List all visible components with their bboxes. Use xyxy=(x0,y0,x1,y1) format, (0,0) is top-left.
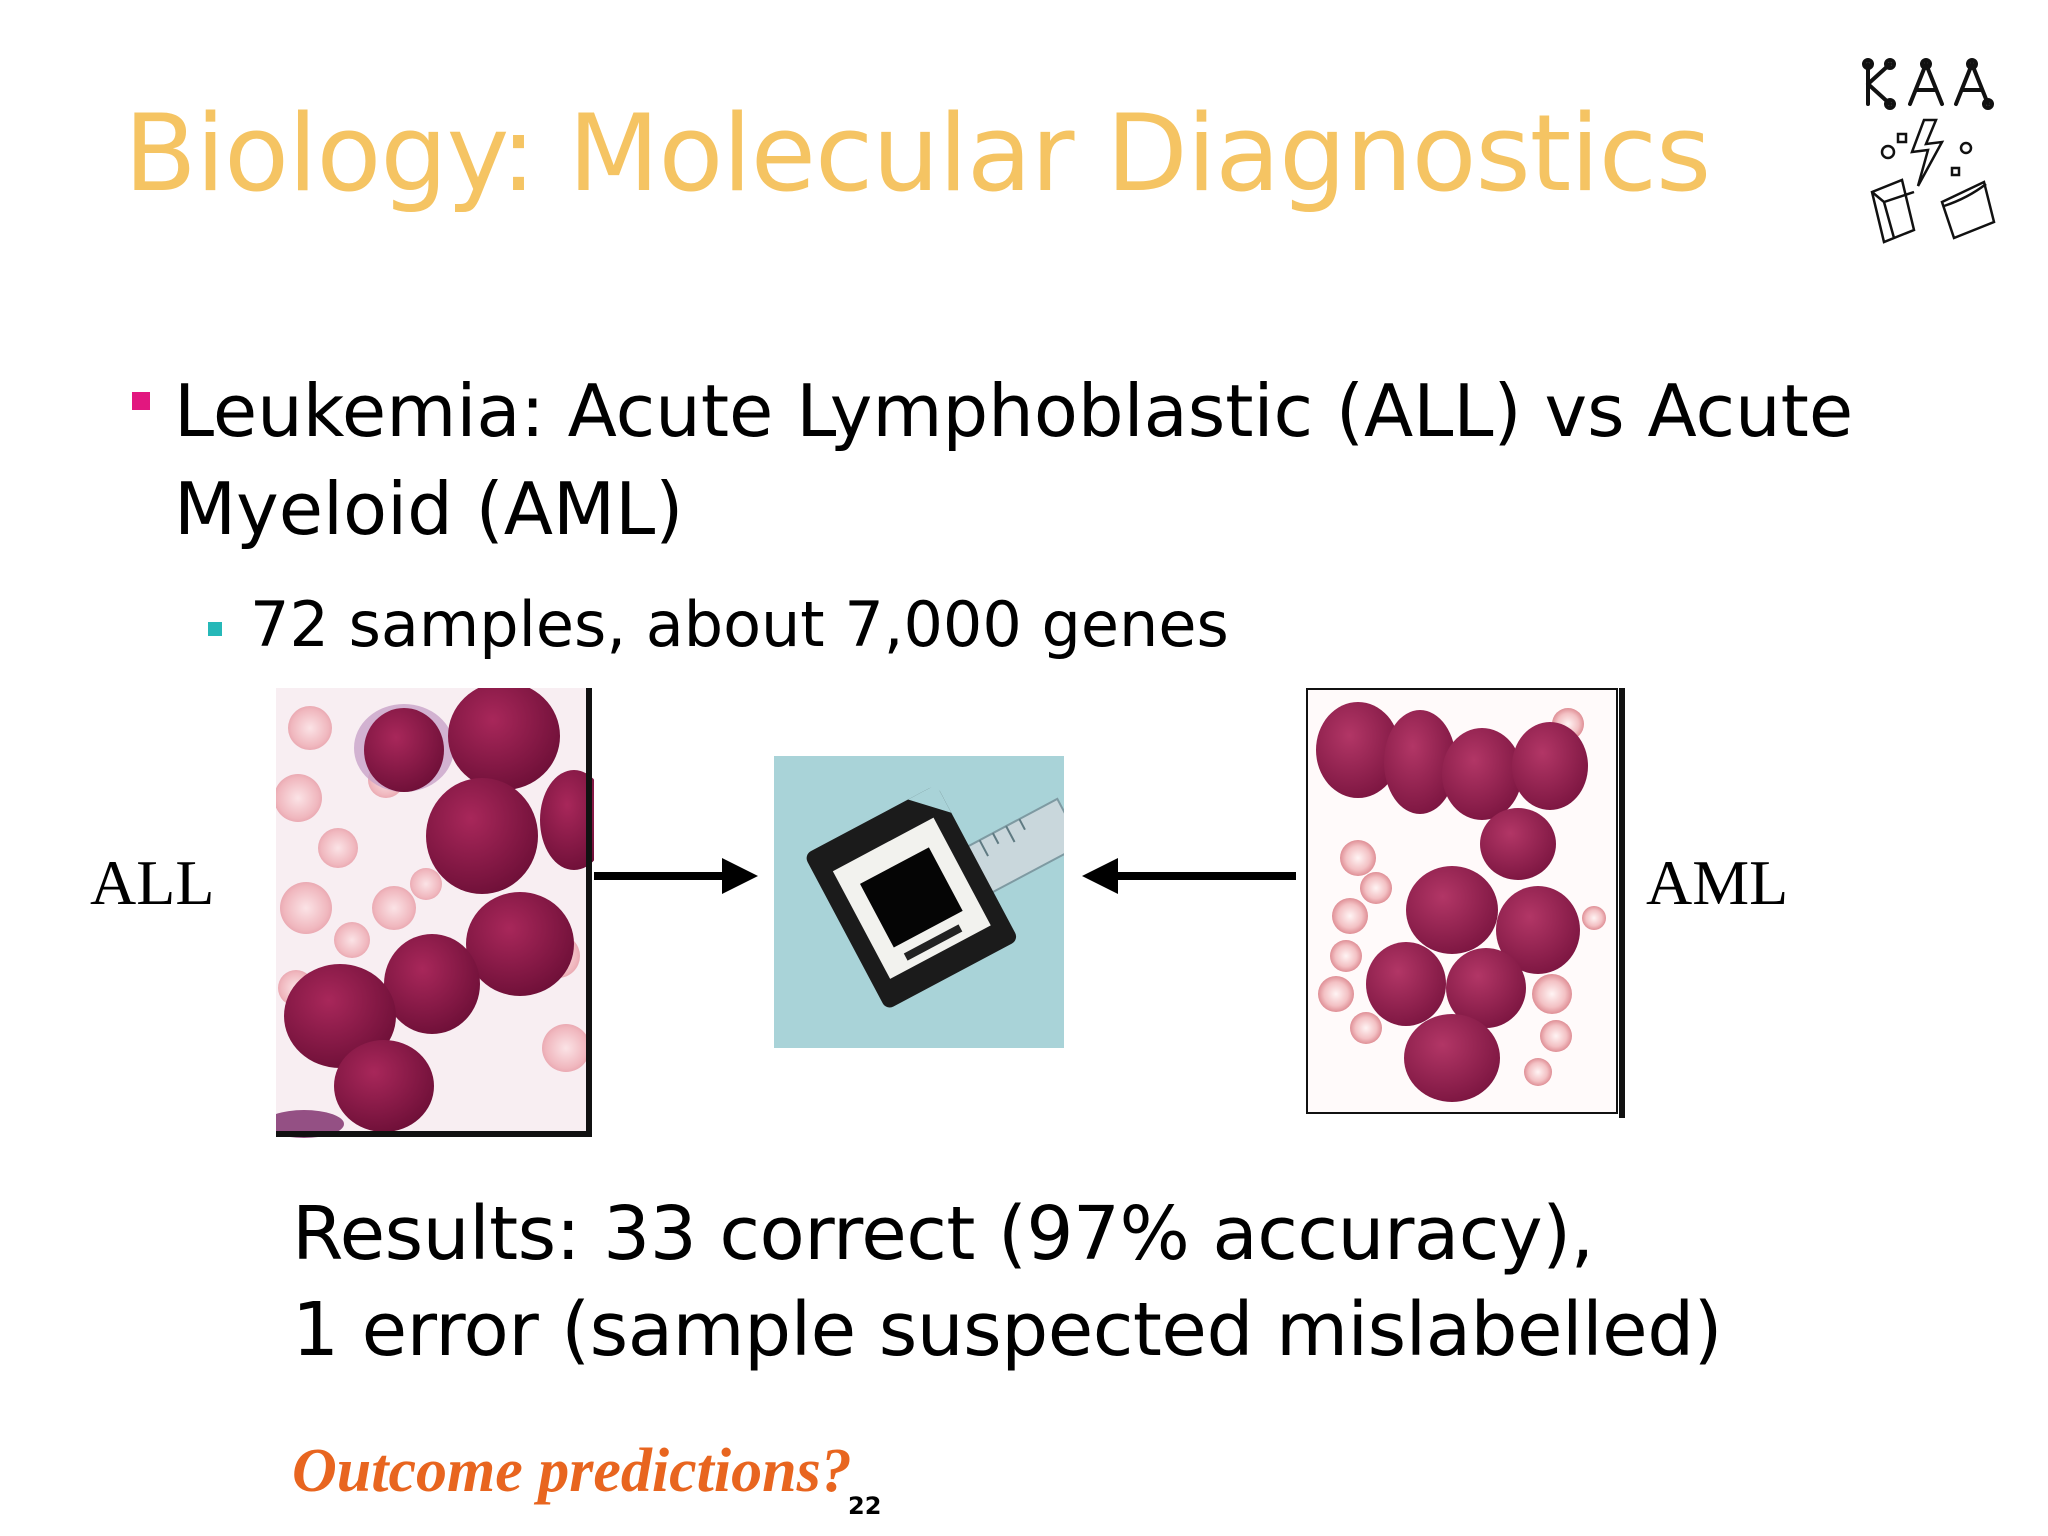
results-text: Results: 33 correct (97% accuracy), 1 er… xyxy=(292,1186,1723,1378)
label-all: ALL xyxy=(90,847,215,918)
sub-bullet-samples: 72 samples, about 7,000 genes xyxy=(250,588,1229,661)
bullet-leukemia: Leukemia: Acute Lymphoblastic (ALL) vs A… xyxy=(174,369,1854,551)
arrow-left-icon xyxy=(1082,858,1296,894)
label-aml: AML xyxy=(1646,847,1789,918)
results-line-2: 1 error (sample suspected mislabelled) xyxy=(292,1287,1723,1373)
page-number: 22 xyxy=(848,1492,882,1520)
all-cells-micrograph xyxy=(276,688,594,1138)
bullet-marker xyxy=(132,392,150,410)
aml-cells-micrograph xyxy=(1306,688,1625,1118)
sub-bullet-marker xyxy=(208,622,222,636)
microarray-chip-photo xyxy=(774,756,1064,1048)
arrow-right-icon xyxy=(594,858,758,894)
outcome-question: Outcome predictions? xyxy=(292,1437,852,1505)
slide-title: Biology: Molecular Diagnostics xyxy=(124,92,1711,215)
results-line-1: Results: 33 correct (97% accuracy), xyxy=(292,1191,1594,1277)
kdd-logo-icon xyxy=(1862,58,1996,244)
